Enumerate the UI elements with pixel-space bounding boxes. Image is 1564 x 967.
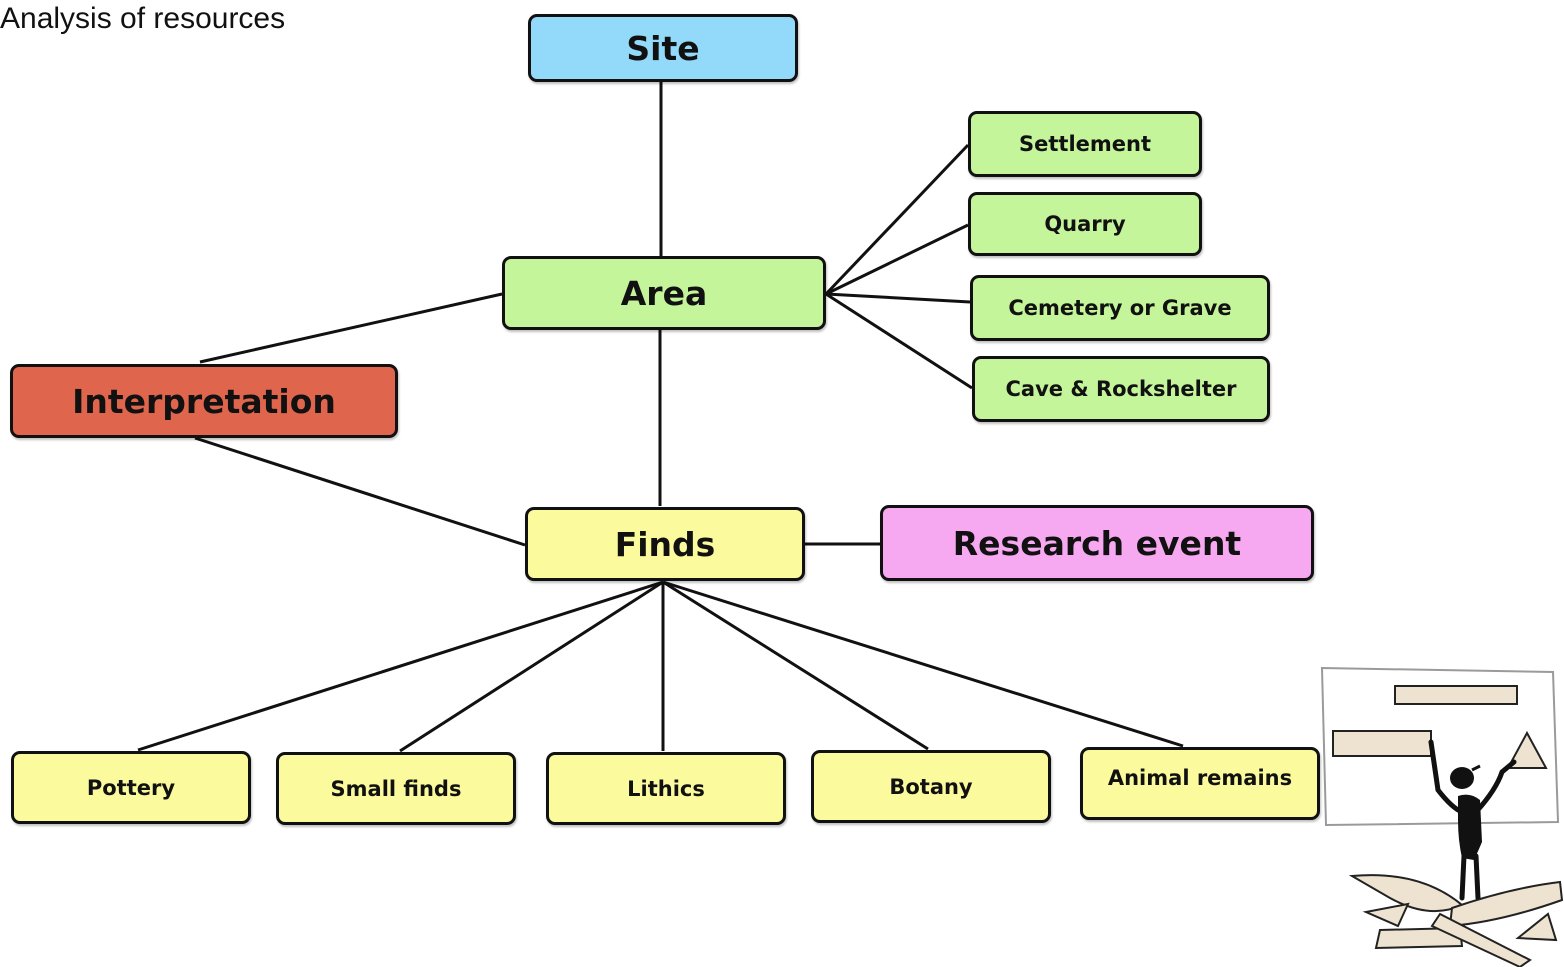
connector-area-cave bbox=[825, 292, 973, 390]
node-quarry[interactable]: Quarry bbox=[968, 192, 1202, 256]
node-interpretation[interactable]: Interpretation bbox=[10, 364, 398, 438]
node-cave-rockshelter[interactable]: Cave & Rockshelter bbox=[972, 356, 1270, 422]
connector-interpretation-finds bbox=[194, 436, 526, 547]
node-small-finds[interactable]: Small finds bbox=[276, 752, 516, 825]
node-botany[interactable]: Botany bbox=[811, 750, 1051, 823]
connector-area-quarry bbox=[825, 223, 969, 296]
connector-finds-pottery bbox=[137, 580, 664, 752]
node-pottery[interactable]: Pottery bbox=[11, 751, 251, 824]
node-lithics[interactable]: Lithics bbox=[546, 752, 786, 825]
stick-figure-building-diagram-icon bbox=[1320, 666, 1564, 967]
node-site[interactable]: Site bbox=[528, 14, 798, 82]
node-area[interactable]: Area bbox=[502, 256, 826, 330]
node-finds[interactable]: Finds bbox=[525, 507, 805, 581]
connector-finds-botany bbox=[662, 580, 929, 751]
connector-area-settlement bbox=[824, 143, 970, 296]
connector-finds-smallfinds bbox=[399, 580, 664, 753]
connector-area-cemetery bbox=[825, 292, 971, 304]
node-cemetery-or-grave[interactable]: Cemetery or Grave bbox=[970, 275, 1270, 341]
page-title: Analysis of resources bbox=[0, 2, 286, 35]
node-research-event[interactable]: Research event bbox=[880, 505, 1314, 581]
node-settlement[interactable]: Settlement bbox=[968, 111, 1202, 177]
connector-area-interpretation bbox=[199, 292, 503, 364]
connector-finds-animal bbox=[662, 580, 1184, 748]
node-animal-remains[interactable]: Animal remains bbox=[1080, 747, 1320, 820]
